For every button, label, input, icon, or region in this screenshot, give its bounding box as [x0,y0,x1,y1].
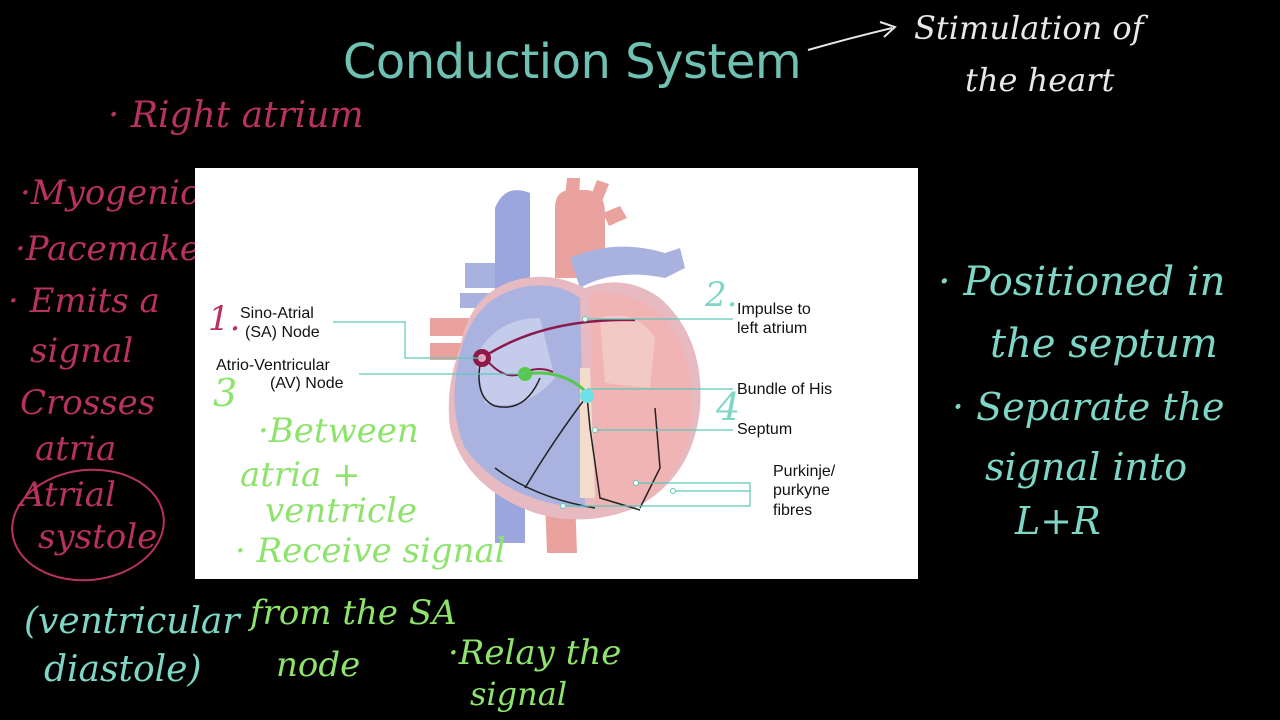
label-sa-node-line2: (SA) Node [245,324,320,341]
number-one: 1. [208,299,241,339]
note-stimulation: Stimulation of [914,9,1144,47]
label-purkinje-line3: fibres [773,502,813,519]
label-bundle-of-his: Bundle of His [737,381,833,398]
note-ventricular: (ventricular [24,601,240,642]
label-impulse-line2: left atrium [737,320,808,337]
note-pacemaker: ·Pacemaker [15,229,217,269]
note-relay-signal: signal [470,675,568,713]
note-atria-plus: atria + [240,455,361,495]
page-title: Conduction System [342,34,802,90]
heart-illustration [333,178,751,553]
number-three: 3 [213,371,238,415]
label-impulse-line1: Impulse to [737,301,811,318]
note-the-heart: the heart [965,61,1115,99]
label-purkinje-line2: purkyne [773,482,830,499]
note-receive-signal: · Receive signal [235,531,506,571]
number-four: 4 [716,385,741,429]
note-relay: ·Relay the [448,633,622,673]
label-septum: Septum [737,421,793,438]
number-two: 2. [705,275,738,315]
note-between: ·Between [258,411,419,451]
note-right-atrium: · Right atrium [108,95,364,136]
note-atria: atria [35,429,117,469]
note-separate: · Separate the [952,385,1225,429]
note-diastole: diastole) [44,649,202,690]
label-purkinje-line1: Purkinje/ [773,463,836,480]
note-signal: signal [30,331,134,371]
label-av-node-line2: (AV) Node [270,375,344,392]
note-the-septum: the septum [990,321,1218,367]
note-emits-a: · Emits a [8,281,160,321]
note-crosses: Crosses [20,383,156,423]
label-sa-node-line1: Sino-Atrial [240,305,314,322]
note-atrial: Atrial [20,475,116,515]
note-signal-into: signal into [985,445,1188,489]
note-systole: systole [38,517,158,557]
note-l-plus-r: L+R [1015,499,1101,543]
label-av-node-line1: Atrio-Ventricular [216,357,330,374]
note-positioned: · Positioned in [938,259,1226,305]
note-ventricle: ventricle [265,491,418,531]
heart-diagram-panel: Sino-Atrial (SA) Node Atrio-Ventricular … [195,168,918,579]
note-from-the-sa: from the SA [250,593,457,633]
note-node: node [276,645,361,685]
note-myogenic: ·Myogenic [20,173,199,213]
